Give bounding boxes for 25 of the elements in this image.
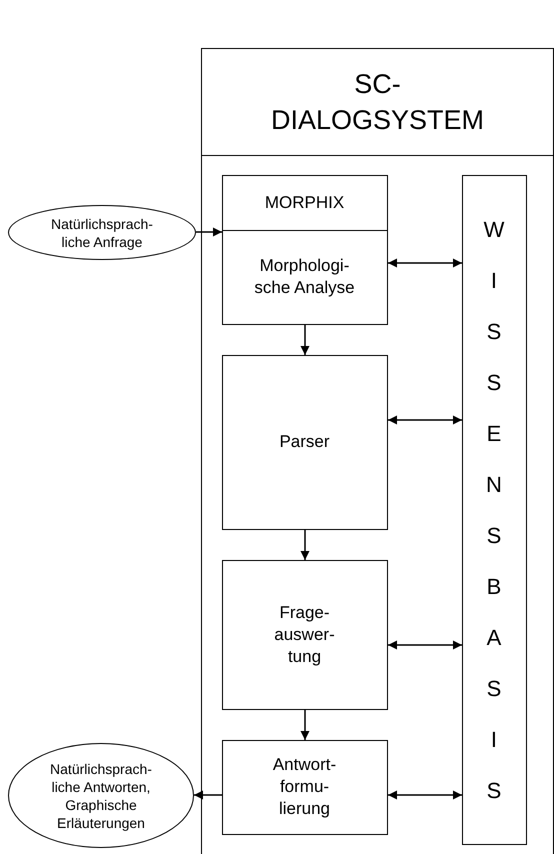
arrow bbox=[194, 790, 222, 800]
system-title: SC- DIALOGSYSTEM bbox=[270, 68, 486, 137]
system-frame bbox=[201, 48, 554, 854]
arrow bbox=[388, 640, 462, 650]
arrow bbox=[300, 325, 310, 355]
box-label: MORPHIX bbox=[264, 192, 346, 214]
arrow bbox=[388, 416, 462, 424]
box-label: Frage- auswer- tung bbox=[273, 602, 336, 668]
process-box bbox=[222, 174, 388, 230]
ellipse-label: Natürlichsprach- liche Anfrage bbox=[50, 214, 154, 250]
process-box bbox=[222, 560, 388, 710]
box-label: Parser bbox=[278, 431, 331, 453]
vertical-label: WISSENSBASIS bbox=[484, 216, 504, 804]
box-label: Antwort- formu- lierung bbox=[272, 754, 338, 820]
arrow bbox=[388, 790, 462, 800]
arrow bbox=[388, 258, 462, 268]
arrow bbox=[300, 530, 310, 560]
knowledge-base-box bbox=[462, 174, 526, 844]
box-label: Morphologi- sche Analyse bbox=[253, 255, 356, 299]
process-box bbox=[222, 740, 388, 834]
process-box bbox=[222, 354, 388, 530]
arrow bbox=[300, 710, 310, 740]
process-box bbox=[222, 230, 388, 324]
ellipse-label: Natürlichsprach- liche Antworten, Graphische Erläuterungen bbox=[49, 760, 153, 832]
arrow bbox=[196, 228, 222, 236]
